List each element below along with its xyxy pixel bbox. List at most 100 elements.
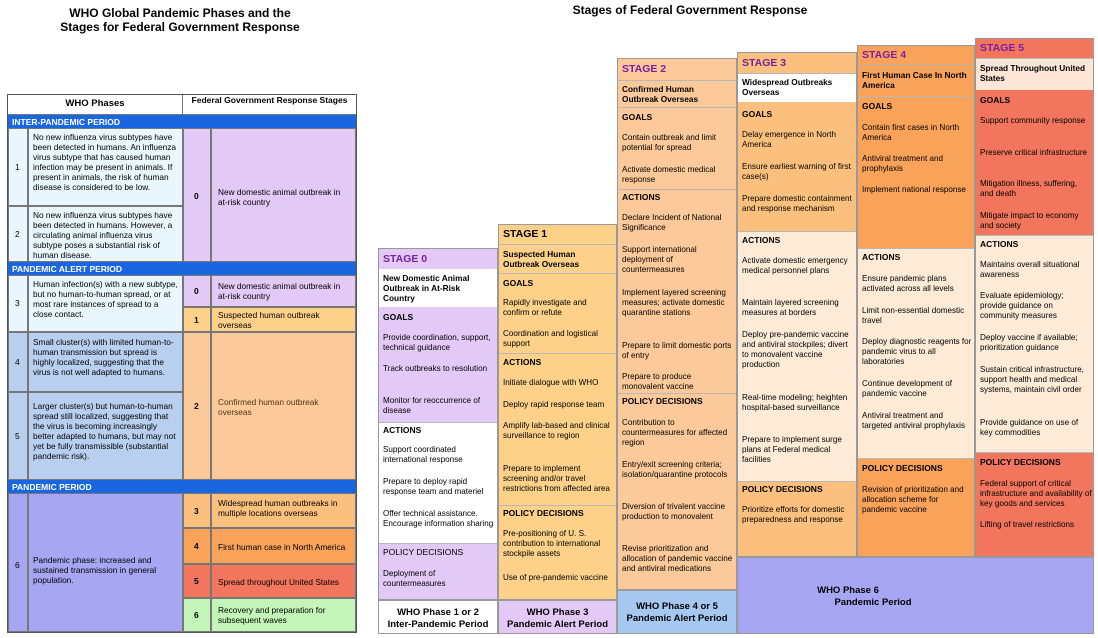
stage2-column: STAGE 2 Confirmed Human Outbreak Oversea… — [617, 58, 737, 590]
phase-num-cell: 6 — [8, 493, 28, 632]
stage-num-cell: 5 — [183, 564, 211, 598]
policy-item: Revision of prioritization and allocatio… — [862, 485, 964, 514]
stage4-heading: First Human Case In North America — [862, 70, 967, 90]
phase-description: No new influenza virus subtypes have bee… — [28, 128, 183, 206]
policy-heading: POLICY DECISIONS — [980, 457, 1061, 467]
action-item: Limit non-essential domestic travel — [862, 306, 965, 325]
col-header-fed: Federal Government Response Stages — [183, 95, 356, 115]
action-item: Offer technical assistance. Encourage in… — [383, 509, 494, 528]
action-item: Evaluate epidemiology; provide guidance … — [980, 291, 1064, 320]
action-item: Ensure pandemic plans activated across a… — [862, 274, 954, 293]
stage-description: Recovery and preparation for subsequent … — [211, 598, 356, 632]
policy-heading: POLICY DECISIONS — [742, 484, 823, 494]
action-item: Continue development of pandemic vaccine — [862, 379, 952, 398]
stage-num-cell: 0 — [183, 128, 211, 262]
actions-heading: ACTIONS — [980, 239, 1019, 249]
action-item: Amplify lab-based and clinical surveilla… — [503, 421, 610, 440]
goal-item: Mitigate impact to economy and society — [980, 211, 1079, 230]
action-item: Prepare to produce monovalent vaccine — [622, 372, 694, 391]
stage5-column: STAGE 5 Spread Throughout United States … — [975, 38, 1094, 557]
band-pandemic: PANDEMIC PERIOD — [8, 480, 356, 493]
action-item: Declare Incident of National Significanc… — [622, 213, 722, 232]
goal-item: Support community response — [980, 116, 1086, 125]
col-header-who: WHO Phases — [8, 95, 183, 115]
goal-item: Rapidly investigate and confirm or refut… — [503, 298, 587, 317]
policy-item: Contribution to countermeasures for affe… — [622, 418, 728, 447]
policy-item: Use of pre-pandemic vaccine — [503, 573, 608, 582]
stage0-heading: New Domestic Animal Outbreak in At-Risk … — [383, 273, 470, 303]
action-item: Prepare to deploy rapid response team an… — [383, 477, 484, 496]
phase-description: Small cluster(s) with limited human-to-h… — [28, 332, 183, 392]
goal-item: Track outbreaks to resolution — [383, 364, 488, 373]
action-item: Deploy rapid response team — [503, 400, 605, 409]
action-item: Prepare to implement screening and/or tr… — [503, 464, 610, 493]
phase6-base: WHO Phase 6 Pandemic Period — [737, 557, 1094, 634]
action-item: Deploy pre-pandemic vaccine and antivira… — [742, 330, 849, 369]
action-item: Prepare to limit domestic ports of entry — [622, 341, 732, 360]
stage-description: Widespread human outbreaks in multiple l… — [211, 493, 356, 528]
policy-item: Prioritize efforts for domestic prepared… — [742, 505, 845, 524]
stage5-label: STAGE 5 — [980, 42, 1025, 54]
action-item: Maintains overall situational awareness — [980, 260, 1080, 279]
stage2-label: STAGE 2 — [622, 63, 667, 75]
stage-description: New domestic animal outbreak in at-risk … — [211, 275, 356, 307]
stage3-label: STAGE 3 — [742, 57, 787, 69]
actions-heading: ACTIONS — [742, 235, 781, 245]
goals-heading: GOALS — [742, 109, 773, 119]
goal-item: Coordination and logistical support — [503, 329, 598, 348]
goals-heading: GOALS — [862, 101, 893, 111]
policy-heading: POLICY DECISIONS — [503, 508, 584, 518]
who-phases-table: WHO Phases Federal Government Response S… — [7, 94, 357, 633]
stage-num-cell: 3 — [183, 493, 211, 528]
stage-num-cell: 0 — [183, 275, 211, 307]
phase-description: Pandemic phase: increased and sustained … — [28, 493, 183, 632]
stage-description: Suspected human outbreak overseas — [211, 307, 356, 332]
goals-heading: GOALS — [383, 312, 414, 322]
stage3-column: STAGE 3 Widespread Outbreaks Overseas GO… — [737, 52, 857, 557]
bottom-phase45: WHO Phase 4 or 5 Pandemic Alert Period — [617, 590, 737, 634]
policy-item: Entry/exit screening criteria; isolation… — [622, 460, 728, 479]
goal-item: Contain first cases in North America — [862, 123, 960, 142]
band-pandemic-alert: PANDEMIC ALERT PERIOD — [8, 262, 356, 275]
policy-heading: POLICY DECISIONS — [383, 547, 464, 557]
stage-num-cell: 4 — [183, 528, 211, 564]
action-item: Activate domestic emergency medical pers… — [742, 256, 848, 275]
policy-item: Federal support of critical infrastructu… — [980, 479, 1092, 508]
actions-heading: ACTIONS — [503, 357, 542, 367]
actions-heading: ACTIONS — [383, 425, 422, 435]
stage5-heading: Spread Throughout United States — [980, 63, 1086, 83]
stage2-heading: Confirmed Human Outbreak Overseas — [622, 84, 699, 104]
phase-description: No new influenza virus subtypes have bee… — [28, 206, 183, 262]
policy-item: Diversion of trivalent vaccine productio… — [622, 502, 726, 521]
bottom-phase12: WHO Phase 1 or 2 Inter-Pandemic Period — [378, 600, 498, 634]
action-item: Implement layered screening measures; ac… — [622, 288, 726, 317]
actions-heading: ACTIONS — [862, 252, 901, 262]
stage-description: Confirmed human outbreak overseas — [211, 332, 356, 480]
left-title: WHO Global Pandemic Phases and the Stage… — [60, 6, 300, 34]
actions-heading: ACTIONS — [622, 192, 661, 202]
action-item: Prepare to implement surge plans at Fede… — [742, 435, 842, 464]
bottom-phase6: WHO Phase 6 Pandemic Period — [817, 585, 912, 608]
phase-description: Human infection(s) with a new subtype, b… — [28, 275, 183, 332]
stage-description: Spread throughout United States — [211, 564, 356, 598]
phase-num-cell: 4 — [8, 332, 28, 392]
action-item: Initiate dialogue with WHO — [503, 378, 599, 387]
policy-item: Pre-positioning of U. S. contribution to… — [503, 529, 601, 558]
stage-description: New domestic animal outbreak in at-risk … — [211, 128, 356, 262]
stage-num-cell: 2 — [183, 332, 211, 480]
stage1-label: STAGE 1 — [503, 228, 548, 240]
bottom-phase3: WHO Phase 3 Pandemic Alert Period — [498, 600, 617, 634]
goal-item: Contain outbreak and limit potential for… — [622, 133, 717, 152]
action-item: Deploy diagnostic reagents for pandemic … — [862, 337, 972, 366]
stage1-heading: Suspected Human Outbreak Overseas — [503, 249, 580, 269]
policy-item: Deployment of countermeasures — [383, 569, 446, 588]
goal-item: Delay emergence in North America — [742, 130, 837, 149]
goal-item: Antiviral treatment and prophylaxis — [862, 154, 943, 173]
goals-heading: GOALS — [503, 278, 534, 288]
goal-item: Mitigation illness, suffering, and death — [980, 179, 1078, 198]
right-title: Stages of Federal Government Response — [572, 3, 808, 17]
goals-heading: GOALS — [980, 95, 1011, 105]
goal-item: Activate domestic medical response — [622, 165, 716, 184]
goal-item: Provide coordination, support, technical… — [383, 333, 491, 352]
phase-num-cell: 5 — [8, 392, 28, 480]
